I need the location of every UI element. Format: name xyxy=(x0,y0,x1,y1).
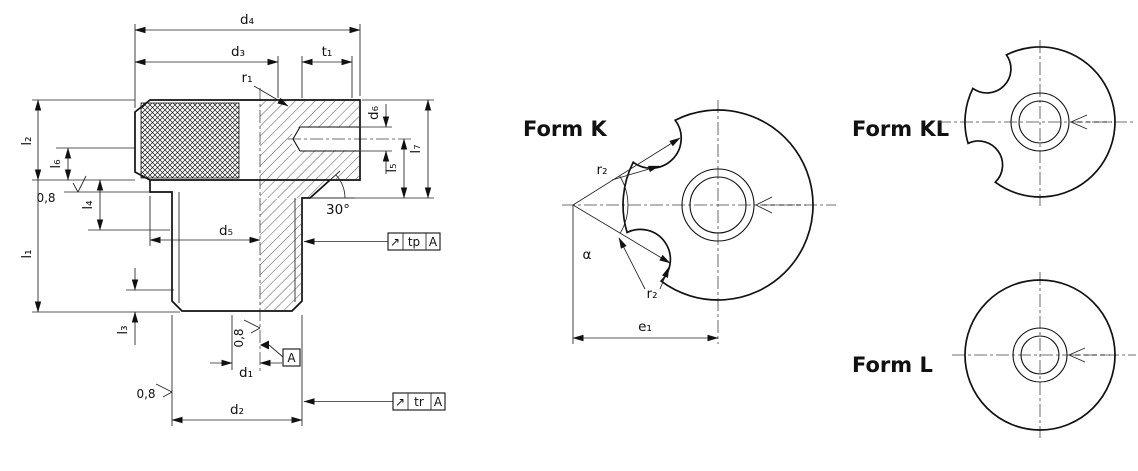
surface-finish-symbols: 0,8 0,8 0,8 xyxy=(36,175,261,401)
form-kl-outline xyxy=(964,46,1116,198)
dim-label-d1: d₁ xyxy=(239,365,253,381)
part-outline xyxy=(134,99,361,312)
form-kl-hole xyxy=(1018,100,1062,144)
form-k-view: Form K r₂ α r₂ e₁ xyxy=(523,100,836,344)
dim-label-r2-upper: r₂ xyxy=(597,162,608,178)
dim-label-d5: d₅ xyxy=(219,223,233,239)
tolerance-datum-tr: A xyxy=(434,395,443,409)
form-l-hole xyxy=(1020,335,1060,375)
view-direction-arrow-k xyxy=(755,196,806,214)
form-l-outline xyxy=(964,279,1116,431)
dim-label-t1: t₁ xyxy=(322,44,333,60)
roughness-value-2: 0,8 xyxy=(232,328,246,347)
view-direction-arrow-kl xyxy=(1069,114,1112,130)
dim-label-l4: l₄ xyxy=(80,200,96,209)
view-direction-arrow-l xyxy=(1067,347,1110,363)
knurl-border xyxy=(140,102,240,179)
roughness-value-3: 0,8 xyxy=(136,387,155,401)
form-k-dimensions: r₂ α r₂ e₁ xyxy=(572,137,719,344)
roughness-symbol-1 xyxy=(72,175,87,193)
form-k-hole-chamfer xyxy=(681,168,755,242)
dim-label-alpha: α xyxy=(583,247,592,263)
datum-triangle xyxy=(260,340,269,350)
form-kl-centerlines xyxy=(938,40,1136,206)
dimension-lines xyxy=(32,24,434,426)
dim-label-d4: d₄ xyxy=(240,12,254,28)
runout-arrow-icon: ↗ xyxy=(390,235,400,249)
tolerance-code-tp: tp xyxy=(408,235,420,249)
dim-label-angle-30: 30° xyxy=(326,202,350,218)
roughness-symbol-3 xyxy=(155,383,173,398)
dim-label-d6: d₆ xyxy=(366,106,382,120)
datum-label: A xyxy=(287,351,296,365)
datum-flag-a: A xyxy=(260,340,301,367)
dim-label-d2: d₂ xyxy=(230,402,244,418)
roughness-value-1: 0,8 xyxy=(36,191,55,205)
section-view: 0,8 0,8 0,8 d₄ d₃ t₁ r₁ d₆ l₇ l₅ l₂ l₆ l… xyxy=(19,12,446,426)
form-l-centerlines xyxy=(952,272,1136,438)
centerlines xyxy=(259,88,412,372)
dim-label-l1: l₁ xyxy=(19,249,35,258)
form-l-view: Form L xyxy=(852,272,1136,438)
dim-label-r1: r₁ xyxy=(242,70,253,86)
tolerance-frame-tr: ↗ tr A xyxy=(303,392,446,411)
form-kl-title: Form KL xyxy=(852,117,949,141)
stem-outline xyxy=(149,179,331,312)
roughness-symbol-2 xyxy=(243,319,261,334)
dim-label-l7: l₇ xyxy=(408,144,424,153)
dim-label-l6: l₆ xyxy=(48,159,64,168)
head-outline xyxy=(134,99,361,181)
form-k-outline xyxy=(622,109,814,301)
dim-label-r2-lower: r₂ xyxy=(647,286,658,302)
tolerance-frame-tp: ↗ tp A xyxy=(303,232,441,251)
form-kl-view: Form KL xyxy=(852,40,1136,206)
form-l-hole-chamfer xyxy=(1012,327,1068,383)
runout-arrow-icon: ↗ xyxy=(395,395,405,409)
section-hatching xyxy=(141,101,359,310)
tolerance-datum-tp: A xyxy=(429,235,438,249)
form-l-title: Form L xyxy=(852,353,933,377)
dim-label-l5: l₅ xyxy=(384,163,400,172)
dim-label-e1: e₁ xyxy=(638,319,652,335)
dim-label-d3: d₃ xyxy=(231,44,245,60)
dim-label-l2: l₂ xyxy=(19,136,35,145)
form-k-hole xyxy=(689,176,747,234)
thread-minor-lines xyxy=(178,192,296,303)
knurl-texture xyxy=(141,103,239,178)
radial-hole-outline xyxy=(292,126,359,152)
tolerance-code-tr: tr xyxy=(414,395,424,409)
dim-label-l3: l₃ xyxy=(115,325,131,334)
dimension-labels: d₄ d₃ t₁ r₁ d₆ l₇ l₅ l₂ l₆ l₄ l₁ l₃ d₅ 3… xyxy=(19,12,424,418)
form-k-title: Form K xyxy=(523,117,607,141)
form-kl-hole-chamfer xyxy=(1010,92,1070,152)
